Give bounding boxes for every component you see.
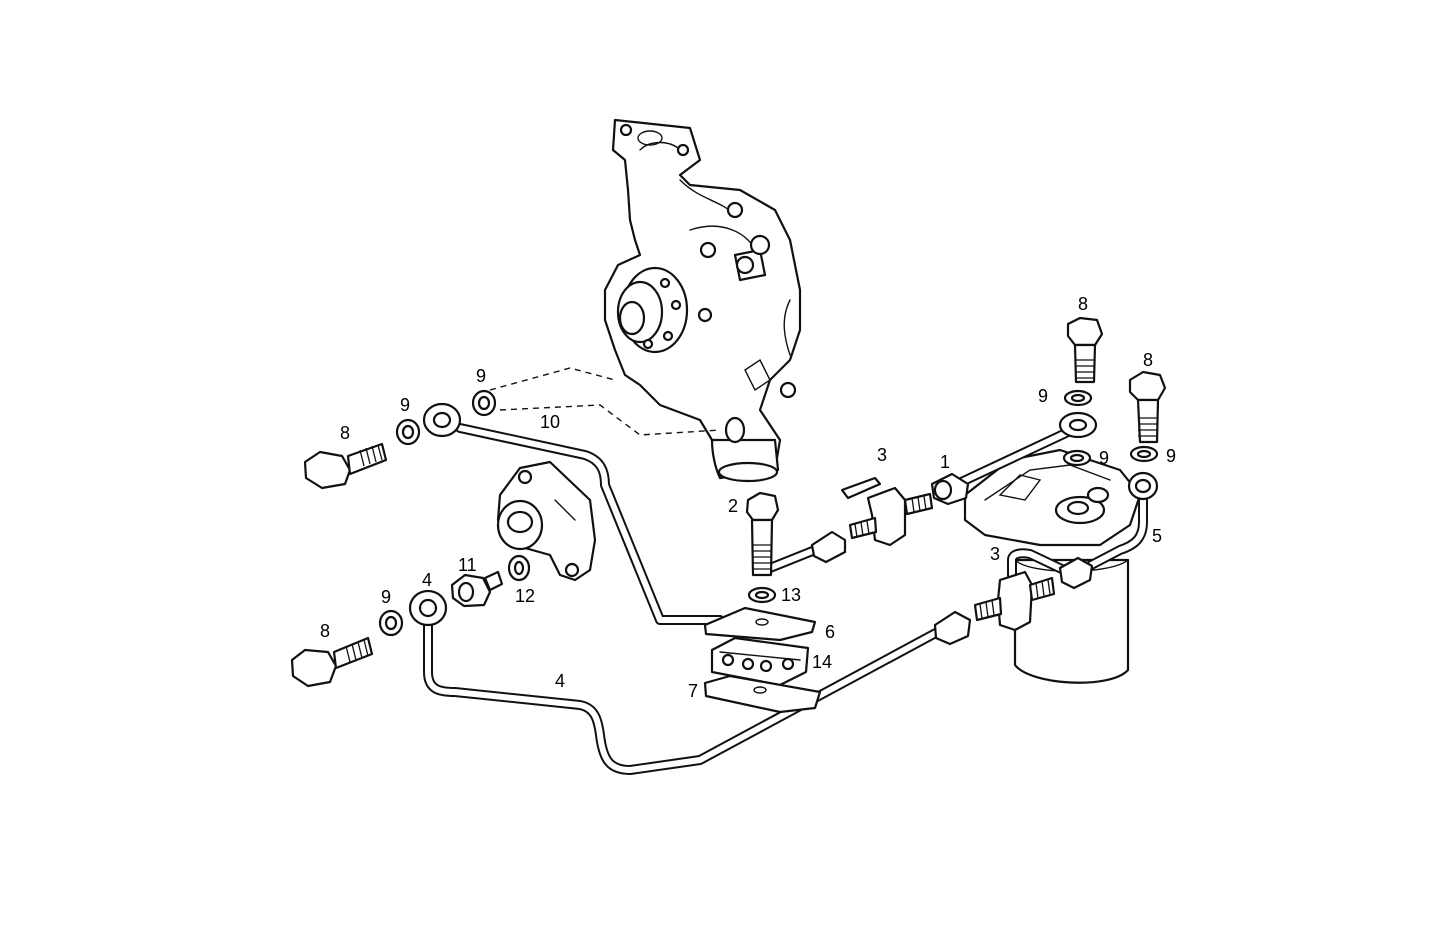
pipe-4 [423,620,950,775]
banjo-bolt-upper-left [303,442,388,490]
label-5: 5 [1152,526,1162,546]
label-2: 2 [728,496,738,516]
washer-9-c [378,609,404,637]
pipe-2-line [765,543,825,573]
label-3-upper: 3 [877,445,887,465]
washer-9-d [1063,389,1093,407]
pipe-nut-4 [933,610,972,646]
label-9-f: 9 [1166,446,1176,466]
clamp-block-14 [710,636,810,687]
pipe-10 [455,423,725,625]
bolt-2 [745,491,780,577]
washer-9-a [395,418,421,446]
oil-filter-assembly [963,448,1142,684]
label-3-lower: 3 [990,544,1000,564]
banjo-bolt-lower-left [290,636,374,688]
washer-9-f [1129,445,1159,463]
screw-11 [450,570,504,608]
clamp-plate-7 [703,674,822,714]
label-8-upper-left: 8 [340,423,350,443]
label-9-b: 9 [476,366,486,386]
label-13: 13 [781,585,801,605]
banjo-fitting-right [1127,471,1159,501]
thermostat-housing [496,460,597,582]
label-11: 11 [458,555,477,575]
label-9-d: 9 [1038,386,1048,406]
pipe-5 [1007,485,1148,580]
callout-labels: 1 2 3 3 4 4 5 6 7 8 8 8 8 9 9 9 9 9 9 10… [320,294,1176,701]
label-7: 7 [688,681,698,701]
label-8-right: 8 [1143,350,1153,370]
label-1: 1 [940,452,950,472]
label-6: 6 [825,622,835,642]
label-9-e: 9 [1099,448,1109,468]
washer-9-b [471,389,497,417]
label-4-upper: 4 [422,570,432,590]
water-pump-housing [489,118,802,483]
label-9-a: 9 [400,395,410,415]
label-12: 12 [515,586,535,606]
pipe-nut-2 [810,530,847,564]
banjo-bolt-upper-right [1066,316,1104,384]
pipe-nut-1 [930,472,970,506]
label-10: 10 [540,412,560,432]
washer-12 [507,554,531,582]
washer-9-e [1062,449,1092,467]
label-14: 14 [812,652,832,672]
clamp-plate-6 [703,606,817,642]
label-4-pipe: 4 [555,671,565,691]
label-8-upper-right: 8 [1078,294,1088,314]
label-9-c: 9 [381,587,391,607]
banjo-fitting-upper-left [422,402,462,438]
pipe-nut-right [1058,556,1094,590]
pipe-1 [950,427,1073,490]
banjo-bolt-right [1128,370,1167,444]
banjo-fitting-right-upper [1058,411,1098,439]
label-8-lower-left: 8 [320,621,330,641]
tee-connector-upper [840,476,934,547]
tee-connector-lower [973,570,1056,632]
banjo-fitting-lower-left [408,589,448,627]
washer-13 [747,586,777,604]
